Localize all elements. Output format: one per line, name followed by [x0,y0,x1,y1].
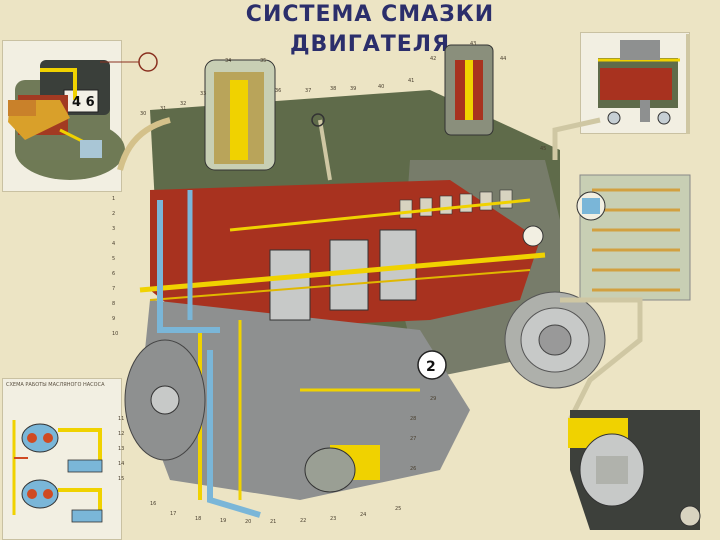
part-number-label: 10 [112,331,118,337]
part-number-label: 34 [225,58,231,64]
oil-pump-drawing [8,398,114,530]
part-number-label: 26 [410,466,416,472]
cooler-inlet-pipe [552,117,601,160]
part-number-label: 25 [395,506,401,512]
part-number-label: 21 [270,519,276,525]
part-number-label: 8 [112,301,115,307]
oil-pan-pump [568,410,701,530]
part-number-label: 1 [112,196,115,202]
part-number-label: 11 [118,416,124,422]
part-number-label: 40 [378,84,384,90]
oil-filter-drawing [8,52,158,180]
part-number-label: 45 [540,146,546,152]
part-number-label: 15 [118,476,124,482]
part-number-label: 43 [470,41,476,47]
part-number-label: 41 [408,78,414,84]
part-number-label: 39 [350,86,356,92]
part-number-label: 38 [330,86,336,92]
part-number-label: 6 [112,271,115,277]
part-number-label: 13 [118,446,124,452]
part-number-label: 2 [112,211,115,217]
part-number-label: 4 [112,241,115,247]
part-number-label: 27 [410,436,416,442]
valve-drawing [598,34,690,134]
part-number-label: 31 [160,106,166,112]
part-number-label: 12 [118,431,124,437]
part-number-label: 18 [195,516,201,522]
part-number-label: 23 [330,516,336,522]
part-number-label: 24 [360,512,366,518]
part-number-label: 20 [245,519,251,525]
part-number-label: 16 [150,501,156,507]
part-number-label: 36 [275,88,281,94]
part-number-label: 44 [500,56,506,62]
oil-pump-scheme-caption: СХЕМА РАБОТЫ МАСЛЯНОГО НАСОСА [6,382,105,388]
part-number-label: 17 [170,511,176,517]
part-number-label: 35 [260,58,266,64]
part-number-label: 28 [410,416,416,422]
part-number-label: 37 [305,88,311,94]
part-number-label: 42 [430,56,436,62]
part-number-label: 14 [118,461,124,467]
part-number-label: 3 [112,226,115,232]
poster-title: СИСТЕМА СМАЗКИ ДВИГАТЕЛЯ [245,2,495,57]
cooler-return-pipe [560,297,643,422]
part-number-label: 19 [220,518,226,524]
part-number-label: 30 [140,111,146,117]
part-number-label: 33 [200,91,206,97]
cylinder-mark: 2 [426,359,436,375]
part-number-label: 7 [112,286,115,292]
part-number-label: 5 [112,256,115,262]
engine-block [117,44,606,518]
gauge-reading: 4 6 [72,95,95,110]
part-number-label: 32 [180,101,186,107]
part-number-label: 29 [430,396,436,402]
part-number-label: 9 [112,316,115,322]
part-number-label: 22 [300,518,306,524]
